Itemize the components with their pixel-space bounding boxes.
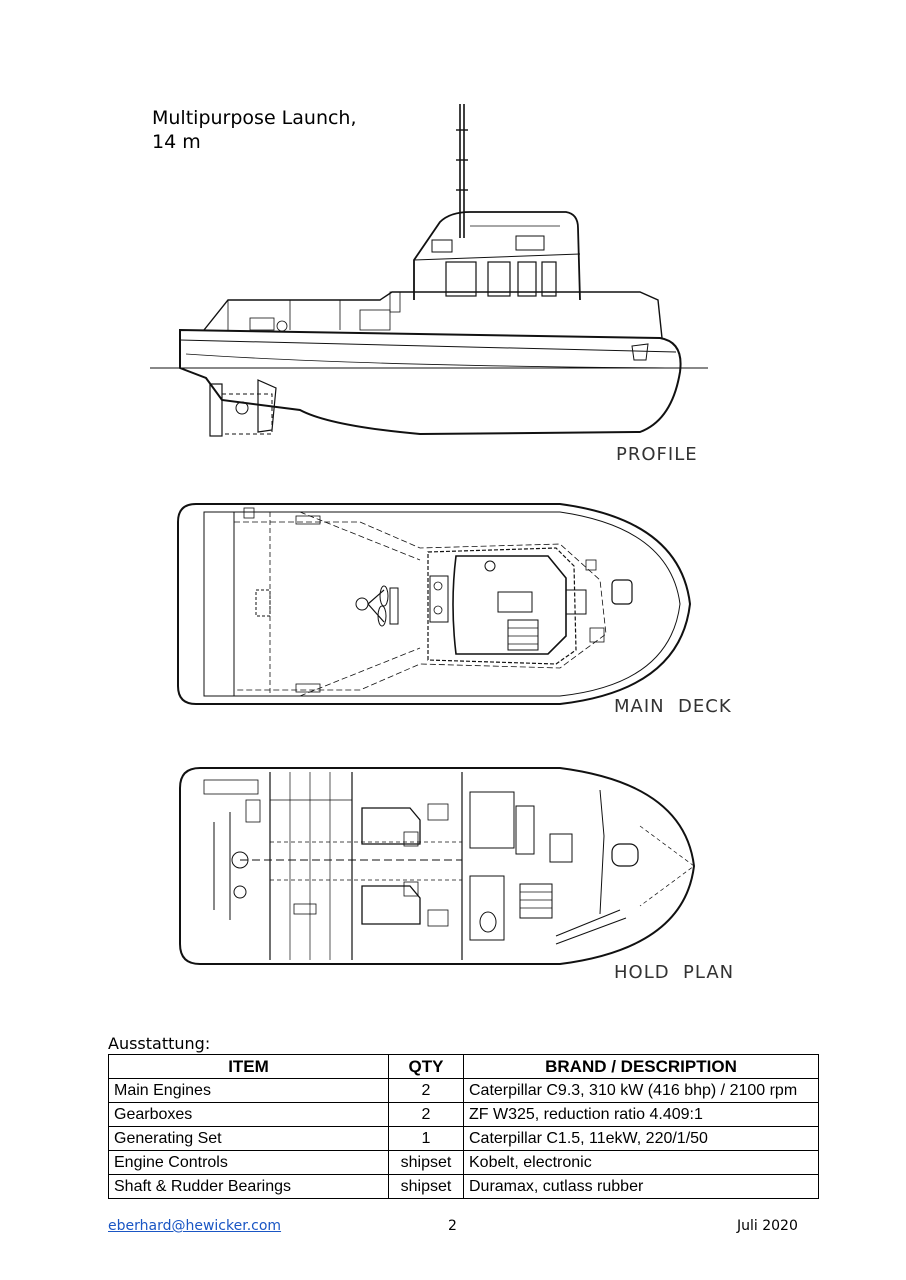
label-main-deck: MAIN DECK — [614, 696, 732, 717]
cell-description: Caterpillar C1.5, 11ekW, 220/1/50 — [463, 1126, 819, 1151]
title-line-1: Multipurpose Launch, — [152, 107, 357, 129]
cell-description: Duramax, cutlass rubber — [463, 1174, 819, 1199]
cell-qty: 1 — [388, 1126, 464, 1151]
label-hold-plan: HOLD PLAN — [614, 962, 735, 983]
cell-qty: 2 — [388, 1078, 464, 1103]
cell-description: Caterpillar C9.3, 310 kW (416 bhp) / 210… — [463, 1078, 819, 1103]
header-qty: QTY — [388, 1054, 464, 1079]
footer-email-wrap: eberhard@hewicker.com — [108, 1218, 281, 1234]
table-row: Main Engines 2 Caterpillar C9.3, 310 kW … — [108, 1078, 819, 1103]
footer-page-number: 2 — [448, 1218, 457, 1234]
header-item: ITEM — [108, 1054, 389, 1079]
drawing-title: Multipurpose Launch, 14 m — [152, 106, 357, 154]
footer-email-link[interactable]: eberhard@hewicker.com — [108, 1218, 282, 1234]
header-description: BRAND / DESCRIPTION — [463, 1054, 819, 1079]
cell-item: Main Engines — [108, 1078, 389, 1103]
table-row: Generating Set 1 Caterpillar C1.5, 11ekW… — [108, 1126, 819, 1151]
equipment-table: ITEM QTY BRAND / DESCRIPTION Main Engine… — [108, 1054, 819, 1199]
title-line-2: 14 m — [152, 131, 201, 153]
table-row: Shaft & Rudder Bearings shipset Duramax,… — [108, 1174, 819, 1199]
cell-item: Generating Set — [108, 1126, 389, 1151]
cell-item: Shaft & Rudder Bearings — [108, 1174, 389, 1199]
table-row: Gearboxes 2 ZF W325, reduction ratio 4.4… — [108, 1102, 819, 1127]
label-profile: PROFILE — [616, 444, 698, 465]
cell-description: Kobelt, electronic — [463, 1150, 819, 1175]
cell-qty: shipset — [388, 1174, 464, 1199]
table-header-row: ITEM QTY BRAND / DESCRIPTION — [108, 1054, 819, 1079]
hold-plan-view — [179, 767, 696, 965]
footer-date: Juli 2020 — [737, 1218, 798, 1234]
cell-item: Gearboxes — [108, 1102, 389, 1127]
main-deck-view — [177, 503, 692, 705]
cell-description: ZF W325, reduction ratio 4.409:1 — [463, 1102, 819, 1127]
section-heading: Ausstattung: — [108, 1034, 211, 1053]
cell-qty: 2 — [388, 1102, 464, 1127]
profile-view — [150, 104, 708, 437]
cell-item: Engine Controls — [108, 1150, 389, 1175]
boat-drawings — [150, 104, 708, 965]
table-row: Engine Controls shipset Kobelt, electron… — [108, 1150, 819, 1175]
cell-qty: shipset — [388, 1150, 464, 1175]
